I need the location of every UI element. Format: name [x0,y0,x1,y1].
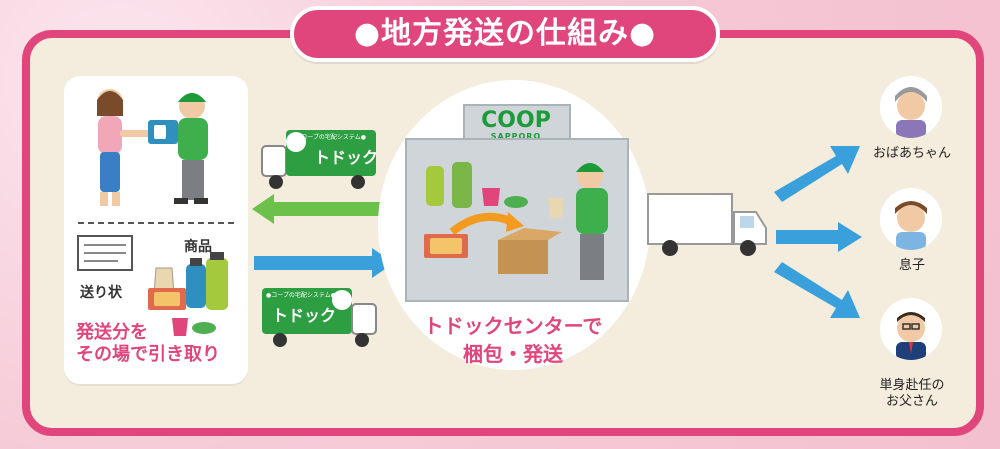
center-caption: トドックセンターで 梱包・発送 [392,312,634,368]
pickup-caption: 発送分を その場で引き取り [76,322,246,366]
recipient-father-line2: お父さん [885,394,938,409]
card-divider [78,222,234,224]
arrow-to-son-icon [776,222,862,252]
truck-bottom-subtitle: ●コープの宅配システム● [266,292,336,299]
page-title: ●地方発送の仕組み● [290,6,720,62]
handover-illustration [97,89,208,206]
products-illustration [148,252,228,336]
recipient-son: 息子 [898,258,925,273]
truck-bottom-brand: トドック [272,306,337,325]
product-label: 商品 [184,239,212,255]
arrow-to-father-icon [774,262,860,318]
arrow-right-icon [254,248,394,278]
pickup-caption-line2: その場で引き取り [76,344,220,365]
pickup-caption-line1: 発送分を [76,322,148,343]
arrow-left-icon [252,194,388,224]
truck-bottom-illustration [262,288,377,347]
son-avatar [880,188,942,250]
truck-top-illustration [261,130,376,189]
father-avatar [880,298,942,360]
recipient-father: 単身赴任の お父さん [868,378,956,410]
center-caption-line1: トドックセンターで [423,314,603,338]
recipient-grandma: おばあちゃん [872,146,951,161]
grandma-avatar [880,76,942,138]
invoice-label: 送り状 [80,285,122,301]
truck-top-brand: トドック [314,148,379,167]
truck-top-subtitle: ●コープの宅配システム● [296,134,366,141]
coop-logo: COOP [481,108,551,133]
coop-logo-sub: SAPPORO [490,132,542,141]
delivery-truck-illustration [647,193,767,256]
packing-illustration [424,162,608,280]
invoice-icon [77,235,133,271]
center-caption-line2: 梱包・発送 [463,342,563,366]
recipient-father-line1: 単身赴任の [879,378,945,393]
arrow-to-grandma-icon [774,146,860,202]
